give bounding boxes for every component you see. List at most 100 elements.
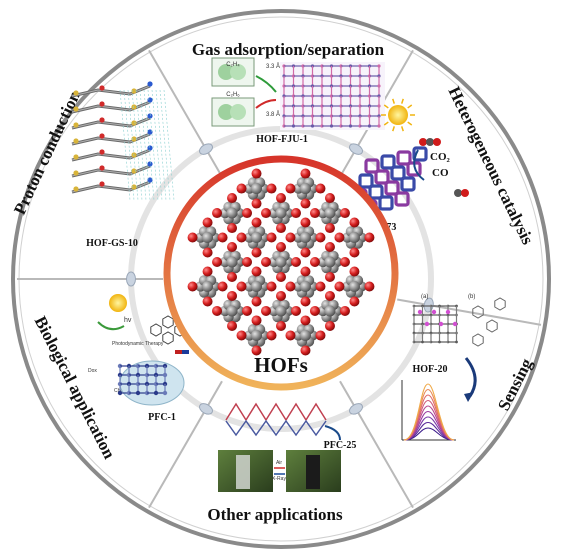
- xray-label: X-Ray: [272, 476, 286, 482]
- layer-sheet-highlight: [71, 149, 151, 161]
- oxygen-atom: [227, 193, 238, 204]
- oxygen-atom: [300, 168, 311, 179]
- chain-backbone: [225, 402, 327, 422]
- layer-sheet-highlight: [71, 181, 151, 193]
- connector-bead: [199, 143, 213, 155]
- hydrogen-bond-channel: [159, 89, 171, 201]
- atom: [73, 154, 79, 160]
- oxygen-atom: [315, 183, 326, 194]
- oxygen-atom: [266, 232, 277, 243]
- oxygen-atom: [300, 217, 311, 228]
- chain-backbone: [225, 419, 327, 437]
- oxygen-atom: [227, 242, 238, 252]
- hof-20-molecule-image: [472, 297, 506, 347]
- atom: [73, 170, 79, 176]
- oxygen-atom: [339, 257, 350, 267]
- oxygen-atom: [242, 257, 253, 267]
- section-gas-adsorption: Gas adsorption/separation C₂H₄ C₂H₆ 3.3 …: [192, 40, 385, 145]
- c2h4-label: C₂H₄: [226, 62, 240, 68]
- oxygen-atom: [202, 217, 213, 228]
- carbon-atom: [251, 232, 263, 244]
- carbon-atom: [348, 232, 360, 244]
- dox-label: Dox: [88, 368, 97, 374]
- center-hub: HOFs: [163, 155, 399, 391]
- oxygen-atom: [261, 257, 271, 267]
- connector-bead: [199, 403, 213, 415]
- atom: [73, 138, 79, 144]
- oxygen-atom: [187, 232, 198, 243]
- carbon-atom: [251, 183, 263, 195]
- hydrogen-bond-channel: [151, 89, 163, 201]
- carbon-atom: [226, 305, 238, 317]
- oxygen-atom: [334, 232, 345, 243]
- carbon-atom: [324, 305, 336, 317]
- framework-cell: [364, 158, 380, 174]
- carbon-atom: [202, 280, 214, 292]
- divider-line: [148, 380, 223, 509]
- section-title-other-applications: Other applications: [207, 505, 343, 524]
- atom: [73, 90, 79, 96]
- oxygen-atom: [251, 198, 262, 209]
- sun-rays: [381, 98, 415, 132]
- oxygen-atom: [236, 330, 247, 341]
- framework-cell: [358, 173, 374, 189]
- divider-line: [148, 49, 223, 178]
- hof-framework-model: [187, 168, 375, 356]
- oxygen-atom: [276, 193, 286, 204]
- hydrogen-bond-channel: [135, 89, 147, 201]
- oxygen-atom: [276, 223, 286, 234]
- atom: [147, 129, 153, 135]
- oxygen-atom: [212, 208, 223, 219]
- oxygen-atom: [227, 290, 238, 301]
- oxygen-atom: [309, 208, 320, 219]
- atom: [147, 81, 153, 87]
- spectrum-curve: [403, 427, 455, 441]
- benzene-ring: [472, 333, 484, 347]
- oxygen-atom: [315, 232, 326, 243]
- label-pfc-25: PFC-25: [324, 440, 357, 451]
- oxygen-atom: [300, 198, 311, 209]
- oxygen-atom: [251, 296, 262, 307]
- atom: [131, 168, 137, 174]
- oxygen-atom: [334, 281, 345, 292]
- oxygen-atom: [364, 232, 375, 243]
- guest-molecule: [452, 321, 458, 327]
- oxygen-atom: [202, 296, 213, 307]
- oxygen-atom: [309, 305, 320, 316]
- sun-ray: [400, 98, 404, 104]
- spectrum-curve: [403, 421, 455, 441]
- photodynamic-therapy-label: Photodynamic Therapy: [112, 341, 164, 347]
- carbon-atom: [324, 207, 336, 219]
- oxygen-atom: [324, 272, 335, 282]
- oxygen-atom: [364, 281, 375, 292]
- oxygen-atom: [309, 257, 320, 267]
- oxygen-atom: [261, 208, 271, 219]
- oxygen-atom: [276, 290, 286, 301]
- c2h6-label: C₂H₆: [226, 92, 240, 98]
- framework-cell: [396, 150, 412, 166]
- oxygen-atom: [187, 281, 198, 292]
- oxygen-atom: [349, 266, 360, 277]
- sun-ray: [383, 104, 389, 109]
- oxygen-atom: [285, 330, 296, 341]
- lattice-node: [377, 124, 381, 128]
- oxygen-atom: [251, 315, 262, 326]
- oxygen-atom: [291, 208, 301, 219]
- lattice-node: [162, 390, 168, 396]
- divider-line: [397, 298, 542, 326]
- carbon-atom: [299, 183, 311, 195]
- oxygen-atom: [227, 272, 238, 282]
- oxygen-atom: [212, 305, 223, 316]
- hydrogen-bond-channel: [143, 89, 155, 201]
- oxygen-atom: [242, 305, 253, 316]
- oxygen-atom: [285, 281, 296, 292]
- sun-ray: [400, 126, 404, 132]
- benzene-ring: [472, 305, 484, 319]
- hydrogen-bond-channel: [127, 89, 139, 201]
- oxygen-atom: [242, 208, 253, 219]
- oxygen-atom: [349, 217, 360, 228]
- pfc-25-structure-image: [225, 402, 327, 437]
- framework-cell: [412, 146, 428, 162]
- carbon-atom: [251, 329, 263, 341]
- framework-cell: [378, 195, 394, 211]
